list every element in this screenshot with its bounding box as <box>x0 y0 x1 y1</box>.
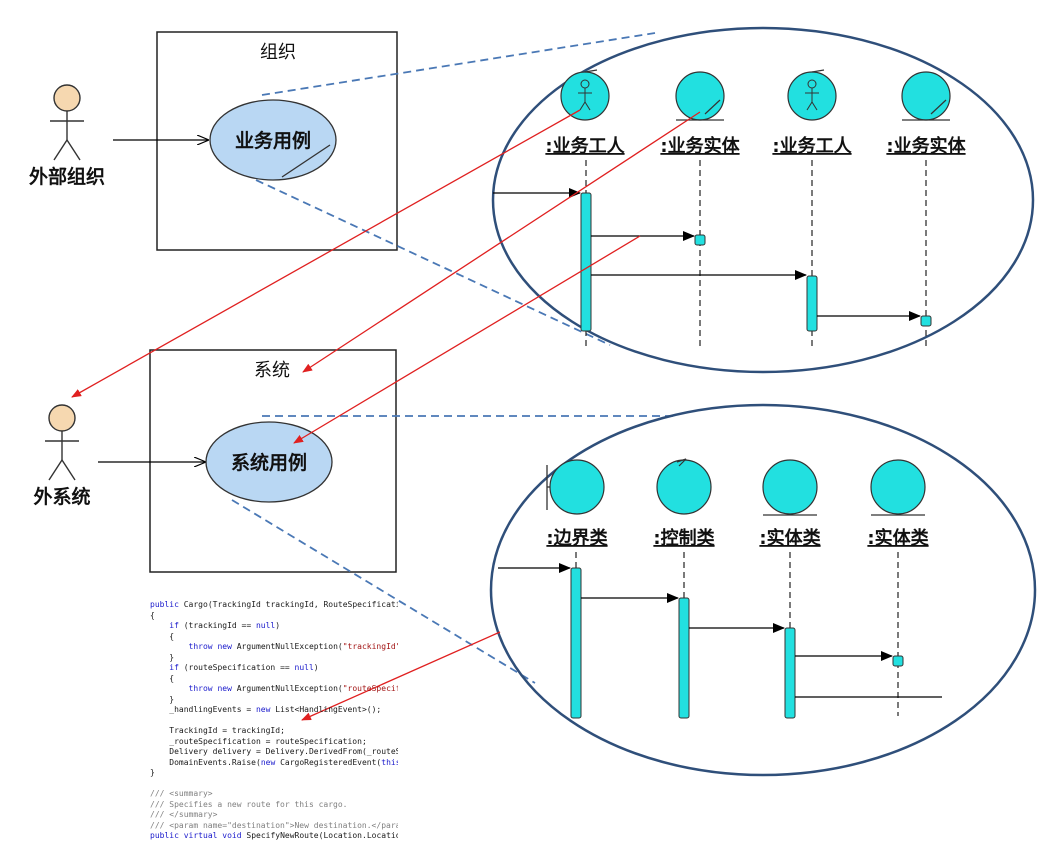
system-boundary <box>149 349 397 573</box>
external-organization-label: 外部组织 <box>29 165 105 188</box>
boundary-class-icon <box>546 459 605 515</box>
entity-class-icon <box>762 459 818 516</box>
top-lifeline-label-3: :业务工人 <box>772 135 852 157</box>
top-lifeline-label-2: :业务实体 <box>660 135 740 157</box>
top-messages <box>493 188 921 321</box>
message-to-system-usecase-arrow <box>293 235 641 444</box>
code-line: throw new ArgumentNullException("trackin… <box>188 642 398 651</box>
business-usecase <box>209 99 337 181</box>
code-line: Delivery delivery = Delivery.DerivedFrom… <box>169 747 398 756</box>
business-entity-icon <box>901 71 951 121</box>
code-line: _routeSpecification = routeSpecification… <box>169 736 367 746</box>
bottom-lifelines <box>575 552 899 716</box>
bottom-activation-2 <box>678 597 690 719</box>
code-line: TrackingId = trackingId; <box>169 726 285 735</box>
business-usecase-label: 业务用例 <box>235 129 311 152</box>
bottom-activation-1 <box>570 567 582 719</box>
bottom-lifeline-label-3: :实体类 <box>759 527 821 549</box>
system-boundary-label: 系统 <box>254 360 290 381</box>
code-line: if (trackingId == null) <box>169 621 281 630</box>
system-sequence-zoom <box>489 403 1037 777</box>
code-line: } <box>150 652 175 662</box>
bottom-lifeline-label-2: :控制类 <box>653 527 715 549</box>
top-lifeline-heads <box>560 69 951 121</box>
business-entity-icon <box>675 71 725 121</box>
code-line: _handlingEvents = new List<HandlingEvent… <box>169 705 382 714</box>
code-line: } <box>150 768 155 777</box>
code-line: throw new ArgumentNullException("routeSp… <box>188 684 398 693</box>
top-zoom-connector-upper <box>261 32 656 96</box>
entity-class-icon <box>870 459 926 516</box>
external-system-actor <box>45 404 79 481</box>
top-activation-2 <box>694 234 706 246</box>
trace-arrows <box>71 109 701 721</box>
code-line: /// <param name="destination">New destin… <box>150 820 398 830</box>
business-worker-icon <box>787 69 837 121</box>
bottom-activation-4 <box>892 655 904 667</box>
code-snippet: public Cargo(TrackingId trackingId, Rout… <box>150 600 398 850</box>
worker-to-external-system-arrow <box>71 109 581 398</box>
code-line: /// <summary> <box>150 789 213 798</box>
organization-boundary <box>156 31 398 251</box>
organization-boundary-label: 组织 <box>260 42 296 63</box>
external-system-label: 外系统 <box>33 485 90 508</box>
code-line: { <box>150 631 175 641</box>
bottom-zoom-connector-lower <box>231 499 536 684</box>
system-usecase-label: 系统用例 <box>231 451 307 474</box>
code-line: public virtual void SpecifyNewRoute(Loca… <box>150 831 398 840</box>
top-lifeline-label-4: :业务实体 <box>886 135 966 157</box>
code-line: { <box>150 673 175 683</box>
control-class-icon <box>656 458 712 515</box>
business-worker-icon <box>560 69 610 121</box>
code-line <box>150 716 398 727</box>
code-line: public Cargo(TrackingId trackingId, Rout… <box>150 600 398 609</box>
top-zoom-connector-lower <box>255 179 611 346</box>
bottom-lifeline-heads <box>546 458 926 516</box>
top-activation-1 <box>580 192 592 332</box>
bottom-activation-3 <box>784 627 796 719</box>
sequence-to-code-arrow <box>301 631 501 721</box>
bottom-lifeline-label-4: :实体类 <box>867 527 929 549</box>
code-line: if (routeSpecification == null) <box>169 663 319 672</box>
business-sequence-zoom <box>491 26 1035 374</box>
external-organization-actor <box>50 84 84 161</box>
bottom-messages <box>498 563 942 698</box>
actor-head-icon <box>48 404 76 432</box>
bottom-lifeline-label-1: :边界类 <box>546 527 608 549</box>
top-activation-3 <box>806 275 818 332</box>
top-activation-4 <box>920 315 932 327</box>
code-line: DomainEvents.Raise(new CargoRegisteredEv… <box>169 757 398 767</box>
code-line: { <box>150 610 155 620</box>
top-lifeline-label-1: :业务工人 <box>545 135 625 157</box>
business-usecase-slash-icon <box>281 144 331 178</box>
code-line: /// Specifies a new route for this cargo… <box>150 799 348 809</box>
code-line <box>150 779 398 790</box>
code-line: } <box>150 694 175 704</box>
code-line: /// </summary> <box>150 810 218 819</box>
top-lifelines <box>585 160 927 346</box>
actor-head-icon <box>53 84 81 112</box>
entity-to-system-boundary-arrow <box>302 111 701 373</box>
